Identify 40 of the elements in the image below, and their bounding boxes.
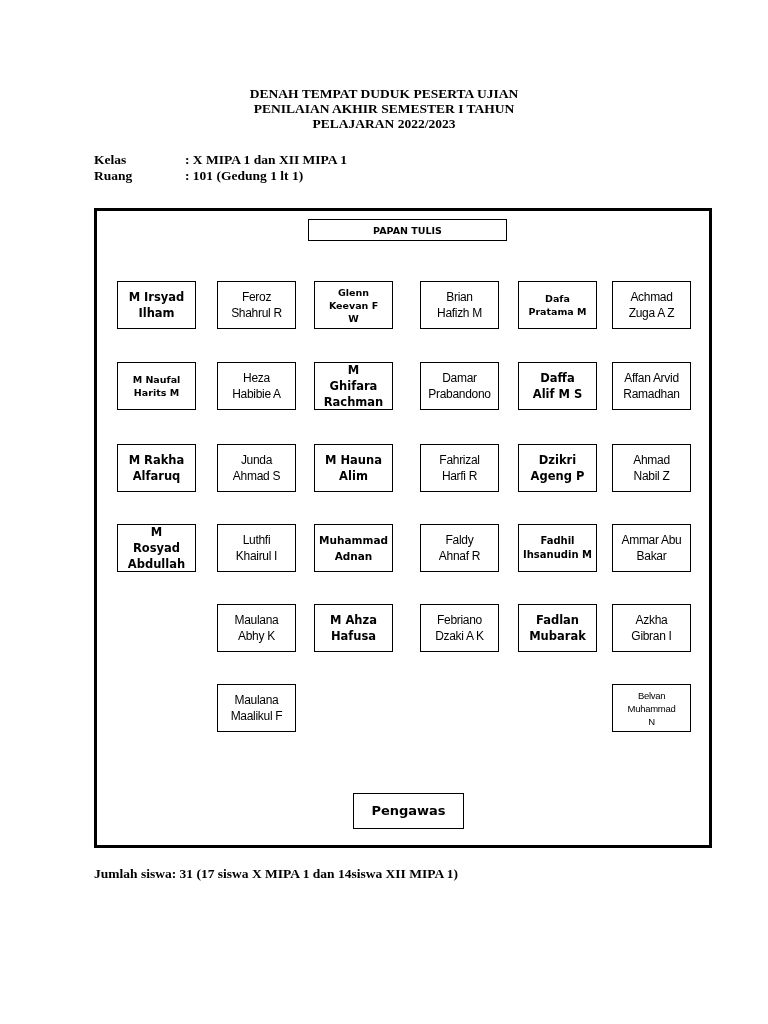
desk-box: Junda Ahmad S [217,444,296,492]
note-text: Jumlah siswa: 31 (17 siswa X MIPA 1 dan 14siswa XII MIPA 1) [94,866,459,882]
board-box: PAPAN TULIS [308,219,507,241]
desk-box: M Hauna Alim [314,444,393,492]
title: DENAH TEMPAT DUDUK PESERTA UJIAN PENILAIAN AKHIR SEMESTER I TAHUN PELAJARAN 2022/2023 [249,86,519,131]
field-label: Kelas [94,152,127,168]
desk-box: Ahmad Nabil Z [612,444,691,492]
desk-box: Fadhil Ihsanudin M [518,524,597,572]
desk-box: M Naufal Harits M [117,362,196,410]
desk-box: M Rakha Alfaruq [117,444,196,492]
desk-box: Feroz Shahrul R [217,281,296,329]
field-value: : 101 (Gedung 1 lt 1) [185,168,304,184]
field-value: : X MIPA 1 dan XII MIPA 1 [185,152,347,168]
desk-box: Heza Habibie A [217,362,296,410]
desk-box: M Rosyad Abdullah [117,524,196,572]
desk-box: Fadlan Mubarak [518,604,597,652]
desk-box: Brian Hafizh M [420,281,499,329]
desk-box: Azkha Gibran I [612,604,691,652]
field-label: Ruang [94,168,133,184]
desk-box: M Ghifara Rachman [314,362,393,410]
desk-box: M Irsyad Ilham [117,281,196,329]
desk-box: Muhammad Adnan [314,524,393,572]
supervisor-desk-box: Pengawas [353,793,464,829]
desk-box: Achmad Zuga A Z [612,281,691,329]
room-outline [94,208,712,848]
desk-box: Faldy Ahnaf R [420,524,499,572]
desk-box: Dzikri Ageng P [518,444,597,492]
desk-box: M Ahza Hafusa [314,604,393,652]
desk-box: Fahrizal Harfi R [420,444,499,492]
desk-box: Luthfi Khairul I [217,524,296,572]
desk-box: Maulana Abhy K [217,604,296,652]
desk-box: Daffa Alif M S [518,362,597,410]
desk-box: Affan Arvid Ramadhan [612,362,691,410]
desk-box: Ammar Abu Bakar [612,524,691,572]
desk-box: Glenn Keevan F W [314,281,393,329]
desk-box: Belvan Muhammad N [612,684,691,732]
desk-box: Damar Prabandono [420,362,499,410]
desk-box: Maulana Maalikul F [217,684,296,732]
desk-box: Febriano Dzaki A K [420,604,499,652]
desk-box: Dafa Pratama M [518,281,597,329]
